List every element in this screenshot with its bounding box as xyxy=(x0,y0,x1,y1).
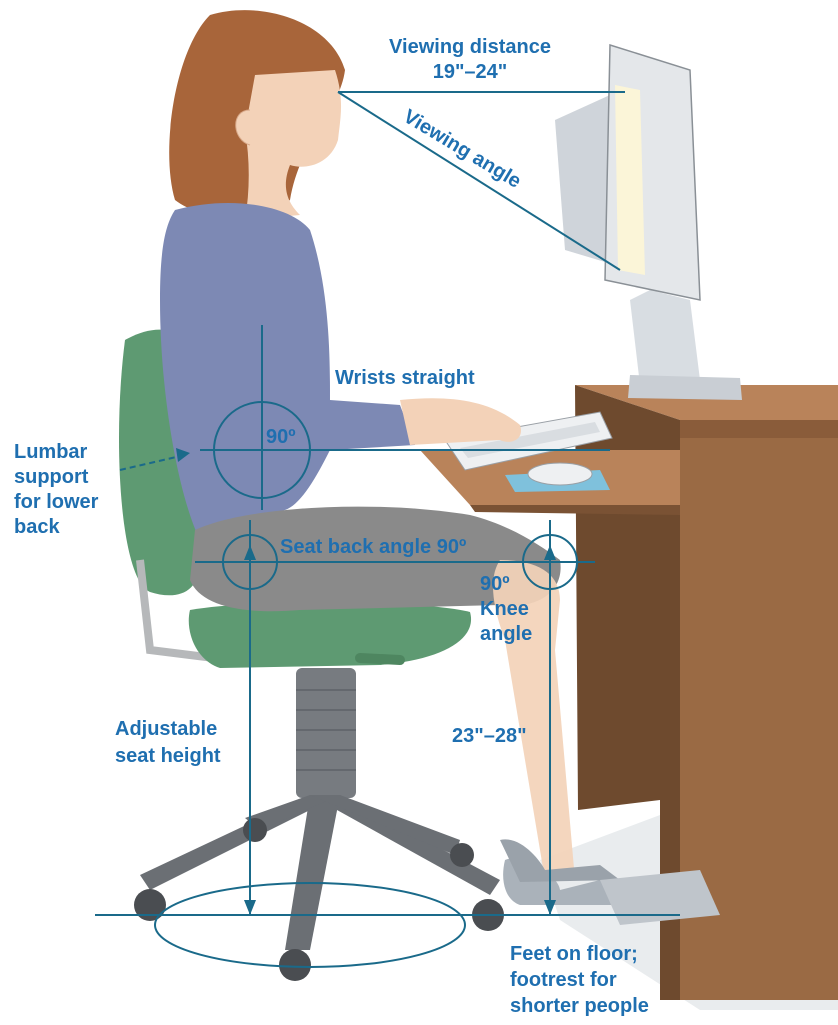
hand xyxy=(400,398,521,445)
seat-back-angle-label: Seat back angle 90º xyxy=(280,536,466,558)
monitor-arm xyxy=(630,290,700,385)
feet-label-1: Feet on floor; xyxy=(510,943,638,965)
feet-label-2: footrest for xyxy=(510,969,617,991)
wrists-straight-label: Wrists straight xyxy=(335,367,475,389)
viewing-angle-label: Viewing angle xyxy=(399,105,524,192)
lumbar-label-3: for lower xyxy=(14,491,99,513)
face xyxy=(245,70,341,220)
elbow-angle-label: 90º xyxy=(266,426,296,448)
seat-height-label-2: seat height xyxy=(115,745,221,767)
knee-angle-label-2: Knee xyxy=(480,598,529,620)
lumbar-label-4: back xyxy=(14,516,60,538)
footrest xyxy=(600,870,720,925)
chair-gas-lift xyxy=(296,668,356,798)
feet-label-3: shorter people xyxy=(510,995,649,1017)
lumbar-label-2: support xyxy=(14,466,89,488)
chair-lever xyxy=(360,658,400,660)
monitor xyxy=(555,45,742,400)
lumbar-label-1: Lumbar xyxy=(14,441,88,463)
seat-height-label-1: Adjustable xyxy=(115,718,217,740)
knee-angle-label-1: 90º xyxy=(480,573,510,595)
desk-height-label: 23"–28" xyxy=(452,725,527,747)
monitor-screen xyxy=(615,85,645,275)
chair-seat xyxy=(189,602,471,668)
monitor-base xyxy=(628,375,742,400)
knee-angle-label-3: angle xyxy=(480,623,532,645)
viewing-distance-label-1: Viewing distance xyxy=(389,36,551,58)
chair-base xyxy=(140,795,500,950)
viewing-distance-label-2: 19"–24" xyxy=(433,61,508,83)
